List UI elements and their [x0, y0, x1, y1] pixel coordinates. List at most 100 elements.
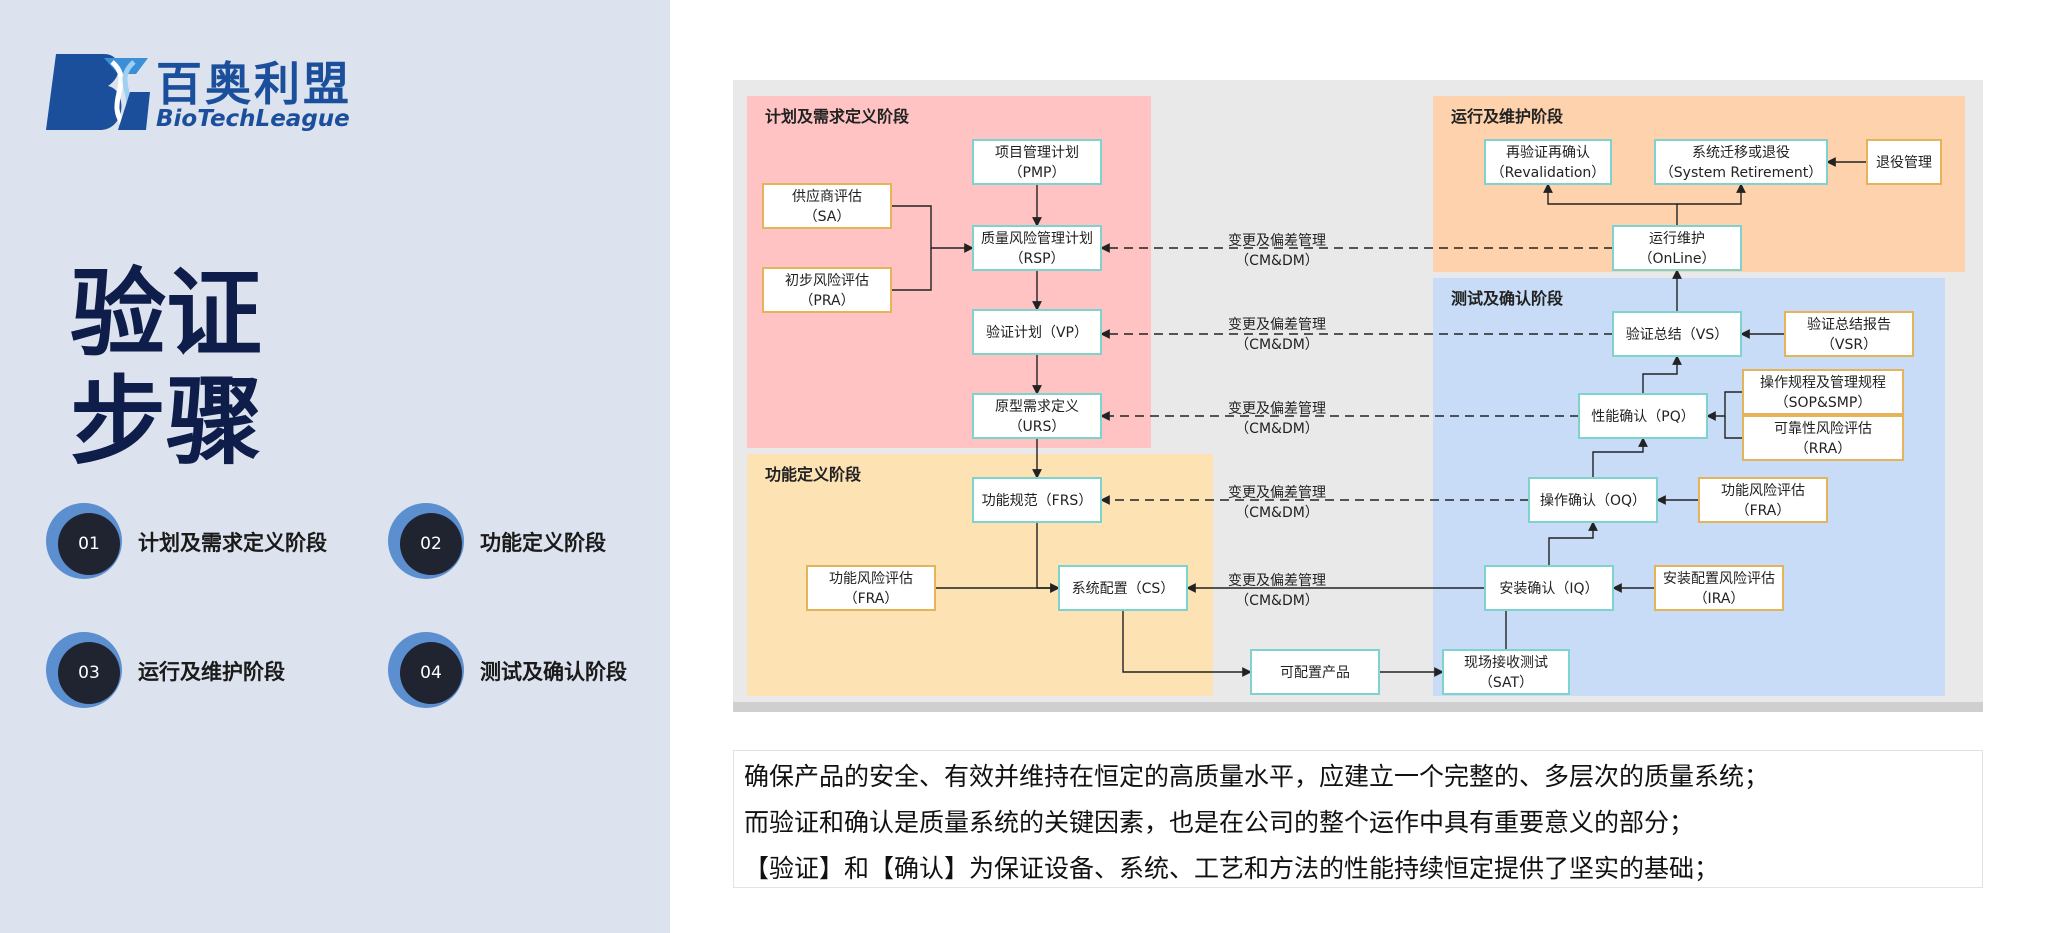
description-line-1: 确保产品的安全、有效并维持在恒定的高质量水平，应建立一个完整的、多层次的质量系统… [744, 762, 1770, 791]
left-panel: 百奥利盟 BioTechLeague 验证 步骤 01 计划及需求定义阶段 02… [0, 0, 670, 933]
page-title-line-1: 验证 [70, 258, 262, 370]
node-sa: 供应商评估 （SA） [762, 183, 892, 229]
node-label: （RSP） [1009, 251, 1064, 267]
node-vs: 验证总结（VS） [1612, 311, 1742, 357]
node-ira: 安装配置风险评估 （IRA） [1654, 565, 1784, 611]
node-label: 操作确认（OQ） [1540, 493, 1646, 509]
node-retire: 系统迁移或退役 （System Retirement） [1654, 139, 1828, 185]
node-label: 功能风险评估 [829, 571, 913, 587]
page-title-line-2: 步骤 [70, 366, 262, 478]
node-label: （VSR） [1821, 337, 1877, 353]
node-label: 初步风险评估 [785, 272, 869, 289]
node-box [1654, 139, 1828, 185]
node-box [762, 183, 892, 229]
node-box [1058, 565, 1188, 611]
node-box [1250, 649, 1380, 695]
description-line-3: 【验证】和【确认】为保证设备、系统、工艺和方法的性能持续恒定提供了坚实的基础； [744, 854, 1720, 883]
node-box [1528, 477, 1658, 523]
node-label: 可配置产品 [1280, 665, 1350, 681]
flow-connector [891, 248, 932, 291]
change-management-label: 变更及偏差管理 [1228, 485, 1326, 501]
diagram-bottom-bar [733, 702, 1983, 712]
node-box [1654, 565, 1784, 611]
node-box [972, 309, 1102, 355]
node-label: 系统配置（CS） [1072, 581, 1175, 597]
step-label: 运行及维护阶段 [138, 660, 285, 684]
flow-connector [891, 205, 974, 253]
flow-connector [1122, 610, 1252, 677]
node-label: （PRA） [799, 293, 854, 309]
node-box [1698, 477, 1828, 523]
node-box [972, 477, 1102, 523]
node-pmp: 项目管理计划 （PMP） [972, 139, 1102, 185]
step-item-04: 04 测试及确认阶段 [388, 632, 688, 712]
description-box: 确保产品的安全、有效并维持在恒定的高质量水平，应建立一个完整的、多层次的质量系统… [733, 750, 1983, 888]
node-label: （OnLine） [1638, 251, 1715, 267]
node-box [806, 565, 936, 611]
node-label: 可靠性风险评估 [1774, 421, 1872, 437]
node-vsr: 验证总结报告 （VSR） [1784, 311, 1914, 357]
node-label: 验证计划（VP） [986, 325, 1088, 341]
change-management-label: （CM&DM） [1235, 505, 1319, 521]
node-label: （SA） [804, 209, 851, 225]
node-label: 系统迁移或退役 [1692, 145, 1790, 161]
zone-title-func: 功能定义阶段 [765, 465, 862, 484]
logo-icon [46, 54, 150, 130]
flow-connector [1706, 391, 1743, 421]
node-box [1442, 649, 1570, 695]
node-retire-mgmt: 退役管理 [1866, 139, 1942, 185]
node-label: 退役管理 [1876, 155, 1932, 171]
node-box [1484, 565, 1614, 611]
node-box [762, 267, 892, 313]
logo-text-cn: 百奥利盟 [156, 57, 352, 111]
node-oq: 操作确认（OQ） [1528, 477, 1658, 523]
node-reval: 再验证再确认（Revalidation） [1484, 139, 1612, 185]
node-label: （IRA） [1694, 591, 1745, 607]
node-pra: 初步风险评估 （PRA） [762, 267, 892, 313]
flow-connector [1642, 355, 1682, 394]
step-item-01: 01 计划及需求定义阶段 [46, 503, 346, 583]
change-management-label: 变更及偏差管理 [1228, 573, 1326, 589]
logo-text-en: BioTechLeague [156, 106, 350, 132]
node-label: 运行维护 [1649, 231, 1705, 247]
node-box [1866, 139, 1942, 185]
node-label: （System Retirement） [1660, 165, 1822, 181]
node-label: 验证总结（VS） [1626, 327, 1728, 343]
node-label: 现场接收测试 [1464, 654, 1548, 671]
step-number: 01 [58, 513, 120, 575]
node-label: 功能风险评估 [1721, 483, 1805, 499]
node-box [1612, 225, 1742, 271]
description-line-2: 而验证和确认是质量系统的关键因素，也是在公司的整个运作中具有重要意义的部分； [744, 808, 1695, 837]
page-title: 验证 步骤 [70, 260, 262, 476]
node-label: 性能确认（PQ） [1591, 409, 1694, 425]
change-management-label: （CM&DM） [1235, 253, 1319, 269]
node-box [1612, 311, 1742, 357]
node-product: 可配置产品 [1250, 649, 1380, 695]
node-box [1578, 393, 1708, 439]
node-label: 功能规范（FRS） [982, 492, 1093, 509]
node-online: 运行维护 （OnLine） [1612, 225, 1742, 271]
node-box [972, 225, 1102, 271]
zone-title-ops: 运行及维护阶段 [1451, 107, 1564, 126]
step-label: 功能定义阶段 [480, 531, 606, 555]
node-box [1784, 311, 1914, 357]
flow-connector [1592, 437, 1648, 478]
change-management-label: 变更及偏差管理 [1228, 401, 1326, 417]
node-iq: 安装确认（IQ） [1484, 565, 1614, 611]
node-label: （FRA） [1736, 503, 1791, 519]
flow-connector [1548, 521, 1598, 566]
change-management-label: （CM&DM） [1235, 593, 1319, 609]
node-label: 验证总结报告 [1807, 317, 1891, 333]
node-label: （FRA） [844, 591, 899, 607]
node-box [1484, 139, 1612, 185]
node-label: 供应商评估 [792, 188, 862, 205]
node-label: 项目管理计划 [995, 145, 1079, 161]
node-label: 安装配置风险评估 [1663, 571, 1775, 587]
node-label: （Revalidation） [1491, 165, 1606, 181]
step-number: 04 [400, 642, 462, 704]
node-urs: 原型需求定义（URS） [972, 393, 1102, 439]
flow-connector [1677, 183, 1746, 205]
node-label: （PMP） [1009, 165, 1066, 181]
node-pq: 性能确认（PQ） [1578, 393, 1708, 439]
